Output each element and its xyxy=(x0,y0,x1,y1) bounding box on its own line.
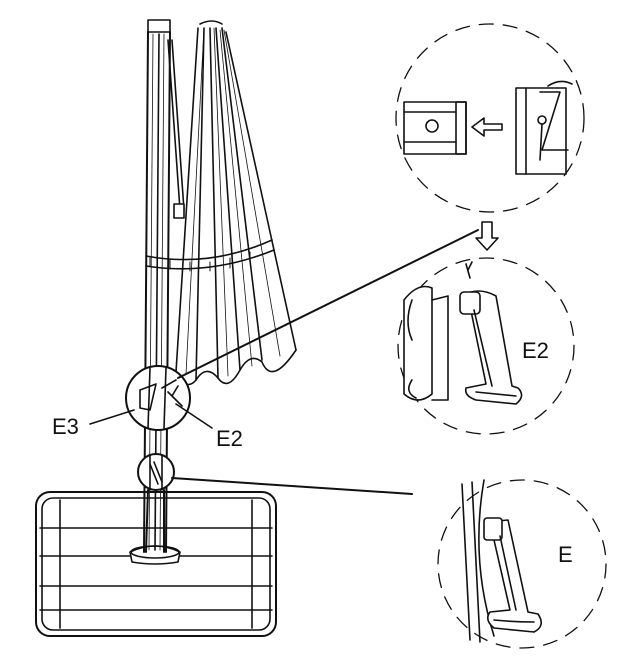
detail-circle-e xyxy=(437,479,607,649)
detail-circle-top xyxy=(395,23,585,251)
leader-lines xyxy=(89,229,479,495)
zoom-circle-handle xyxy=(137,453,175,491)
label-e2-main: E2 xyxy=(216,426,243,451)
label-e-detail: E xyxy=(558,542,573,567)
label-e2-detail: E2 xyxy=(522,338,549,363)
detail-circle-e2 xyxy=(397,257,575,435)
zoom-circle-crank xyxy=(125,365,191,431)
labels: E3 E2 E2 E xyxy=(52,338,573,567)
umbrella-canopy xyxy=(145,20,297,386)
label-e3: E3 xyxy=(52,414,79,439)
